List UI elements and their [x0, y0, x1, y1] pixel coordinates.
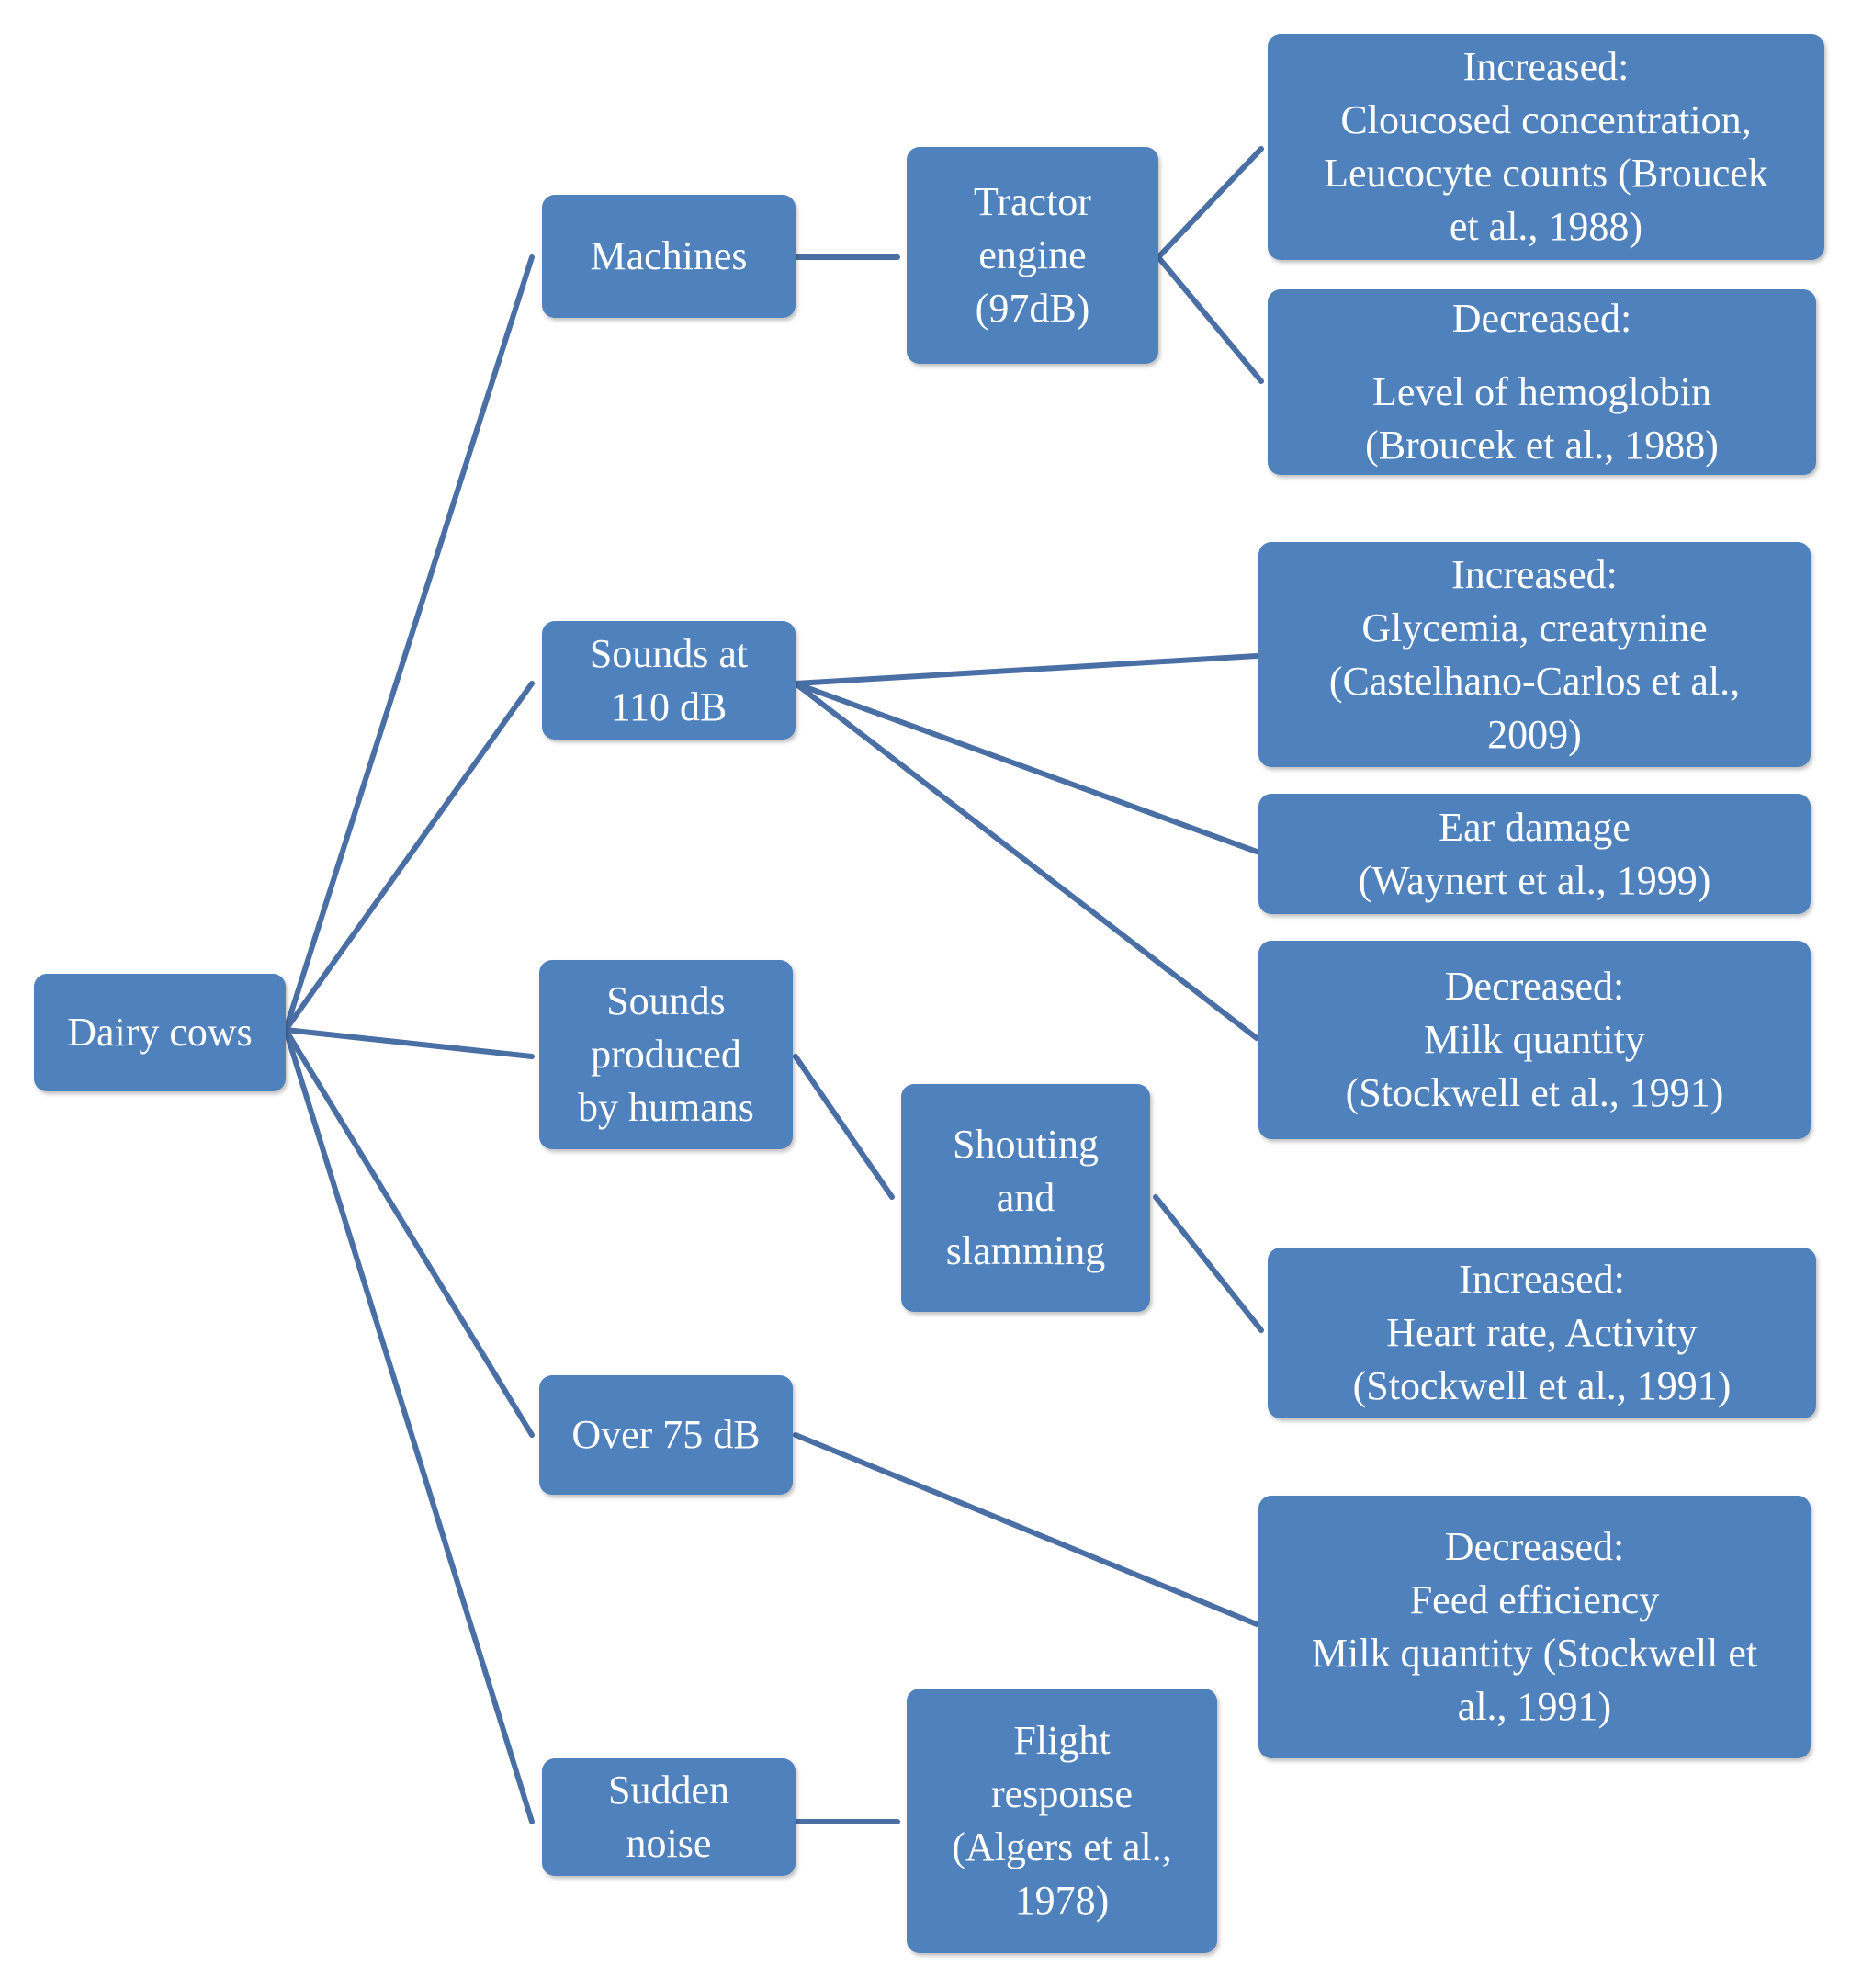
connector-tractor-decreased	[1156, 254, 1264, 384]
node-label: slamming	[945, 1228, 1106, 1273]
connector-root-machines	[283, 254, 535, 1033]
node-label: al., 1991)	[1457, 1684, 1612, 1729]
node-label: Decreased:	[1444, 1524, 1625, 1569]
node-label: (97dB)	[975, 286, 1090, 331]
connector-root-sudden-noise	[283, 1027, 535, 1824]
node-effect-glycemia: Increased: Glycemia, creatynine (Castelh…	[1258, 542, 1811, 767]
node-label: by humans	[578, 1085, 754, 1130]
connector-shouting-heart	[1153, 1194, 1264, 1333]
connector-humans-shouting	[793, 1054, 895, 1200]
node-label: Dairy cows	[67, 1010, 253, 1055]
node-tractor-engine: Tractor engine (97dB)	[907, 147, 1158, 364]
connector-root-sounds-110	[283, 681, 535, 1033]
node-label: Increased:	[1462, 44, 1630, 89]
node-effect-milk-quantity: Decreased: Milk quantity (Stockwell et a…	[1258, 941, 1811, 1139]
node-label: Decreased:	[1444, 964, 1625, 1009]
node-sudden-noise: Sudden noise	[542, 1758, 796, 1876]
node-label: Increased:	[1451, 551, 1618, 597]
connector-over75-feed	[793, 1432, 1259, 1627]
connector-sounds110-milk	[793, 681, 1259, 1041]
node-label: Feed efficiency	[1409, 1577, 1660, 1622]
node-label: Sudden	[608, 1768, 729, 1813]
node-label: Glycemia, creatynine	[1361, 604, 1708, 650]
node-label: Ear damage	[1439, 804, 1631, 850]
node-label: (Castelhano-Carlos et al.,	[1328, 658, 1741, 704]
connector-sounds110-ear	[793, 681, 1259, 854]
node-label: Over 75 dB	[571, 1412, 761, 1457]
node-label: Cloucosed concentration,	[1340, 97, 1752, 142]
node-effect-feed-efficiency: Decreased: Feed efficiency Milk quantity…	[1258, 1496, 1811, 1758]
node-label: Leucocyte counts (Broucek	[1324, 151, 1768, 196]
node-label: Sounds at	[589, 630, 749, 676]
node-label: Heart rate, Activity	[1386, 1310, 1698, 1355]
node-label: and	[996, 1175, 1055, 1220]
node-label: (Stockwell et al., 1991)	[1345, 1070, 1724, 1115]
connector-sounds110-glycemia	[793, 653, 1259, 686]
node-label: noise	[626, 1821, 712, 1866]
node-shouting-and-slamming: Shouting and slamming	[901, 1084, 1150, 1312]
node-label: Sounds	[606, 978, 726, 1023]
node-label: Milk quantity (Stockwell et	[1311, 1631, 1758, 1676]
node-label: (Waynert et al., 1999)	[1358, 857, 1711, 903]
node-effect-tractor-increased: Increased: Cloucosed concentration, Leuc…	[1268, 34, 1824, 260]
node-label: Milk quantity	[1424, 1017, 1645, 1062]
node-label: Increased:	[1459, 1257, 1625, 1302]
node-label: (Broucek et al., 1988)	[1365, 423, 1719, 468]
node-effect-heart-rate: Increased: Heart rate, Activity (Stockwe…	[1268, 1248, 1816, 1418]
connector-root-over-75	[283, 1027, 535, 1438]
node-machines: Machines	[542, 195, 796, 318]
node-label: (Algers et al.,	[952, 1824, 1172, 1869]
node-label: Level of hemoglobin	[1371, 369, 1711, 414]
node-label: 2009)	[1487, 711, 1582, 757]
node-flight-response: Flight response (Algers et al., 1978)	[907, 1689, 1217, 1953]
node-label: Decreased:	[1451, 296, 1632, 341]
node-label: Flight	[1013, 1718, 1111, 1763]
node-over-75-db: Over 75 dB	[539, 1375, 793, 1495]
node-label: Tractor	[974, 179, 1091, 224]
node-dairy-cows: Dairy cows	[34, 974, 286, 1091]
node-label: 110 dB	[610, 683, 728, 729]
node-label: Shouting	[953, 1122, 1099, 1167]
node-label: engine	[978, 232, 1087, 277]
node-label: Machines	[590, 233, 748, 278]
node-effect-ear-damage: Ear damage (Waynert et al., 1999)	[1258, 794, 1811, 914]
node-effect-tractor-decreased: Decreased: Level of hemoglobin (Broucek …	[1268, 289, 1816, 475]
node-label: 1978)	[1014, 1878, 1110, 1923]
node-sounds-produced-by-humans: Sounds produced by humans	[539, 960, 793, 1149]
connector-tractor-increased	[1156, 146, 1264, 260]
node-label: produced	[591, 1032, 741, 1077]
node-label: response	[991, 1771, 1133, 1816]
node-sounds-at-110-db: Sounds at 110 dB	[542, 621, 796, 740]
connector-root-sounds-humans	[283, 1027, 535, 1059]
node-label: (Stockwell et al., 1991)	[1352, 1363, 1732, 1408]
node-label: et al., 1988)	[1449, 204, 1643, 249]
